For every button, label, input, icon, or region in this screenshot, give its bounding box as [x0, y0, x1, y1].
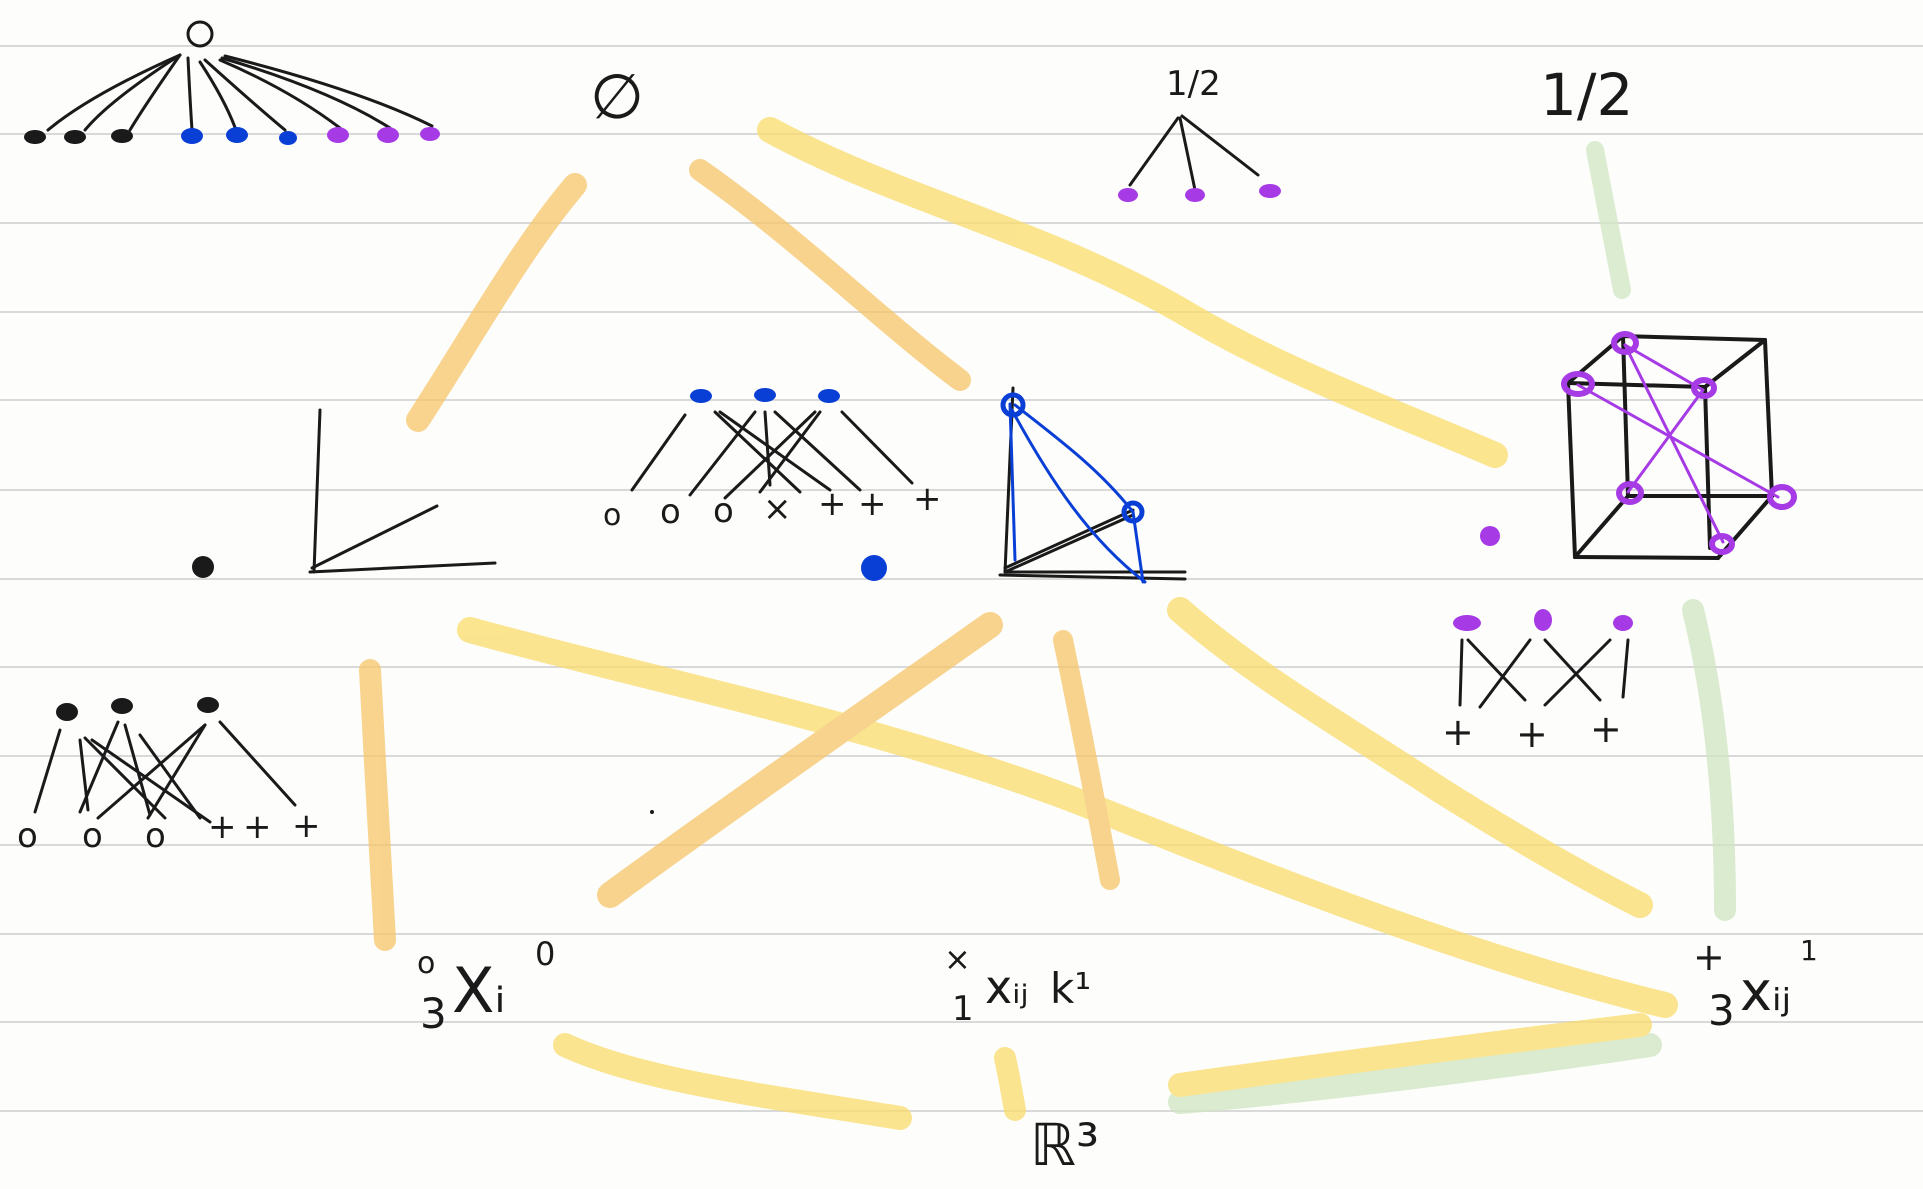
leaf-label: o	[713, 491, 734, 531]
bottom-left-sup: o	[417, 946, 435, 981]
purple-leaf	[420, 127, 440, 141]
bottom-right-sup: +	[1693, 935, 1725, 979]
black-root	[197, 697, 219, 713]
bottom-right-symbol: + 3 xᵢⱼ 1	[1693, 934, 1818, 1035]
purple-leaf	[1185, 188, 1205, 202]
highlight-yellow-3	[757, 117, 1508, 468]
highlight-orange-1	[406, 173, 587, 432]
leaf-label: +	[1442, 710, 1474, 754]
leaf-label: ×	[763, 489, 792, 529]
root-node	[186, 20, 214, 48]
black-leaf	[111, 129, 133, 143]
axes-sketch	[308, 408, 497, 574]
leaf-label: +	[208, 807, 237, 847]
bottom-right-post: 1	[1800, 934, 1818, 967]
highlight-yellow-12	[994, 1047, 1026, 1121]
leaf-label: o	[603, 498, 621, 533]
leaf-label: o	[660, 492, 681, 532]
leaf-label: +	[913, 479, 942, 519]
highlight-orange-2	[689, 159, 971, 391]
blue-vertex	[1000, 392, 1026, 418]
cube-sketch	[1561, 331, 1797, 560]
ruled-lines	[0, 45, 1923, 1112]
bottom-mid-sup: ×	[944, 940, 971, 978]
highlight-green-9	[1586, 141, 1631, 299]
blue-leaf	[279, 131, 297, 145]
leaf-label: +	[858, 484, 887, 524]
leaf-label: o	[145, 816, 166, 856]
right-purple-tree: + + +	[1442, 609, 1633, 756]
purple-vertex	[1611, 331, 1639, 355]
blue-leaf	[181, 128, 203, 144]
purple-leaf	[1118, 188, 1138, 202]
highlight-yellow-14	[1168, 1013, 1652, 1097]
blue-root	[690, 389, 712, 403]
highlight-green-13	[1168, 1033, 1662, 1114]
bottom-mid-symbol: × 1 xᵢⱼ k¹	[944, 940, 1091, 1029]
leaf-label: o	[17, 816, 38, 856]
highlight-yellow-8	[1167, 597, 1653, 918]
left-crossing-tree: o o o + + +	[17, 697, 321, 856]
top-center-label: ∅	[590, 60, 644, 133]
purple-root	[1534, 609, 1552, 631]
leaf-label: o	[82, 816, 103, 856]
blue-leaf	[226, 127, 248, 143]
blue-point	[861, 555, 887, 581]
bottom-left-post: 0	[535, 935, 555, 973]
purple-leaf	[377, 127, 399, 143]
simplex-sketch	[998, 386, 1187, 584]
top-left-fan-tree	[24, 20, 440, 145]
top-half-label-b: 1/2	[1540, 61, 1633, 129]
black-leaf	[24, 130, 46, 144]
bottom-left-pre: 3	[420, 989, 447, 1038]
bottom-left-main: Xᵢ	[452, 954, 506, 1027]
black-point	[192, 556, 214, 578]
bottom-center-label: ℝ³	[1030, 1111, 1099, 1179]
highlight-orange-4	[359, 659, 396, 951]
purple-root	[1453, 615, 1481, 631]
black-leaf	[64, 130, 86, 144]
purple-vertex	[1616, 481, 1644, 505]
leaf-label: +	[1516, 712, 1548, 756]
highlight-orange-7	[1053, 630, 1120, 890]
purple-vertex	[1709, 533, 1735, 555]
highlighter-strokes	[359, 117, 1736, 1130]
purple-vertex	[1767, 484, 1797, 510]
bottom-right-pre: 3	[1708, 986, 1735, 1035]
purple-leaf	[1259, 184, 1281, 198]
top-half-label-a: 1/2	[1166, 64, 1221, 104]
blue-vertex	[1121, 500, 1145, 524]
top-half-tree: 1/2	[1118, 64, 1281, 202]
purple-leaf	[327, 127, 349, 143]
blue-root	[754, 388, 776, 402]
middle-crossing-tree: o o o × + + +	[603, 388, 942, 533]
stray-dot	[650, 810, 654, 814]
bottom-mid-main: xᵢⱼ	[985, 960, 1028, 1014]
purple-point	[1480, 526, 1500, 546]
blue-root	[818, 389, 840, 403]
black-root	[111, 698, 133, 714]
bottom-mid-pre: 1	[952, 989, 974, 1029]
leaf-label: +	[1590, 707, 1622, 751]
leaf-label: +	[292, 806, 321, 846]
leaf-label: +	[243, 807, 272, 847]
highlight-orange-6	[597, 612, 1003, 908]
purple-vertex	[1561, 371, 1595, 397]
leaf-label: +	[818, 484, 847, 524]
highlight-yellow-11	[553, 1033, 912, 1130]
bottom-right-main: xᵢⱼ	[1740, 960, 1791, 1023]
bottom-left-symbol: o 3 Xᵢ 0	[417, 935, 555, 1038]
purple-root	[1613, 615, 1633, 631]
purple-vertex	[1691, 377, 1717, 399]
highlight-green-10	[1682, 599, 1736, 921]
black-root	[56, 703, 78, 721]
bottom-mid-post: k¹	[1050, 964, 1091, 1013]
